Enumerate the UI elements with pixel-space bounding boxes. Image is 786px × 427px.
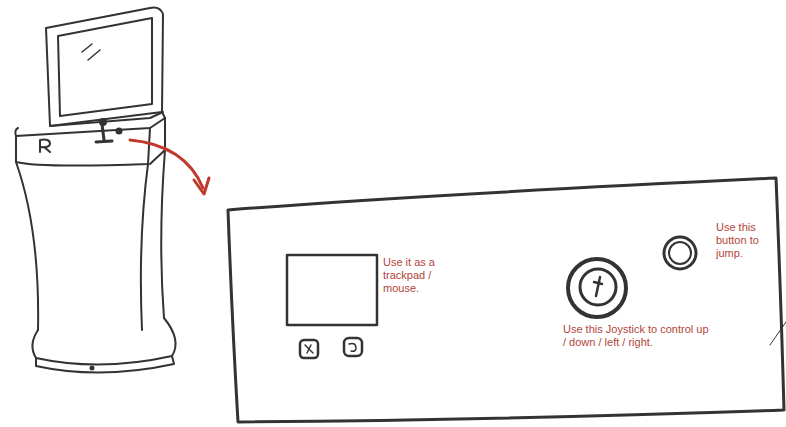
trackpad-icon bbox=[40, 140, 50, 153]
sketch-line bbox=[770, 322, 786, 345]
joystick-knob bbox=[100, 119, 106, 125]
body-side bbox=[161, 150, 165, 318]
screen-glare bbox=[82, 44, 100, 60]
base bbox=[32, 318, 175, 365]
trackpad-button-left bbox=[300, 340, 318, 358]
button-mark bbox=[305, 345, 313, 353]
jump-button bbox=[664, 237, 696, 269]
screen bbox=[58, 18, 152, 116]
button-note: Use this button to jump. bbox=[716, 221, 776, 260]
joystick-stick bbox=[594, 277, 602, 296]
trackpad-note: Use it as a trackpad / mouse. bbox=[383, 256, 455, 295]
button-icon bbox=[117, 129, 122, 134]
console-top bbox=[15, 112, 165, 136]
button-mark bbox=[349, 344, 356, 352]
joystick-base bbox=[568, 259, 626, 317]
joystick-ring bbox=[580, 269, 616, 305]
joystick-note: Use this Joystick to control up / down /… bbox=[563, 323, 713, 349]
joystick-icon bbox=[96, 124, 112, 142]
base-bottom bbox=[36, 356, 174, 373]
console-side bbox=[150, 118, 165, 164]
zoom-arrow bbox=[130, 140, 203, 188]
zoom-arrowhead bbox=[194, 178, 209, 194]
console-edge bbox=[50, 112, 163, 126]
body-front-right bbox=[141, 164, 148, 330]
screen-frame bbox=[46, 8, 163, 126]
base-dot bbox=[91, 367, 94, 370]
console-front bbox=[16, 128, 150, 166]
jump-button-inner bbox=[669, 242, 691, 264]
body-left bbox=[16, 162, 38, 330]
trackpad bbox=[287, 255, 377, 325]
trackpad-button-right bbox=[344, 338, 362, 356]
control-panel bbox=[228, 178, 784, 422]
